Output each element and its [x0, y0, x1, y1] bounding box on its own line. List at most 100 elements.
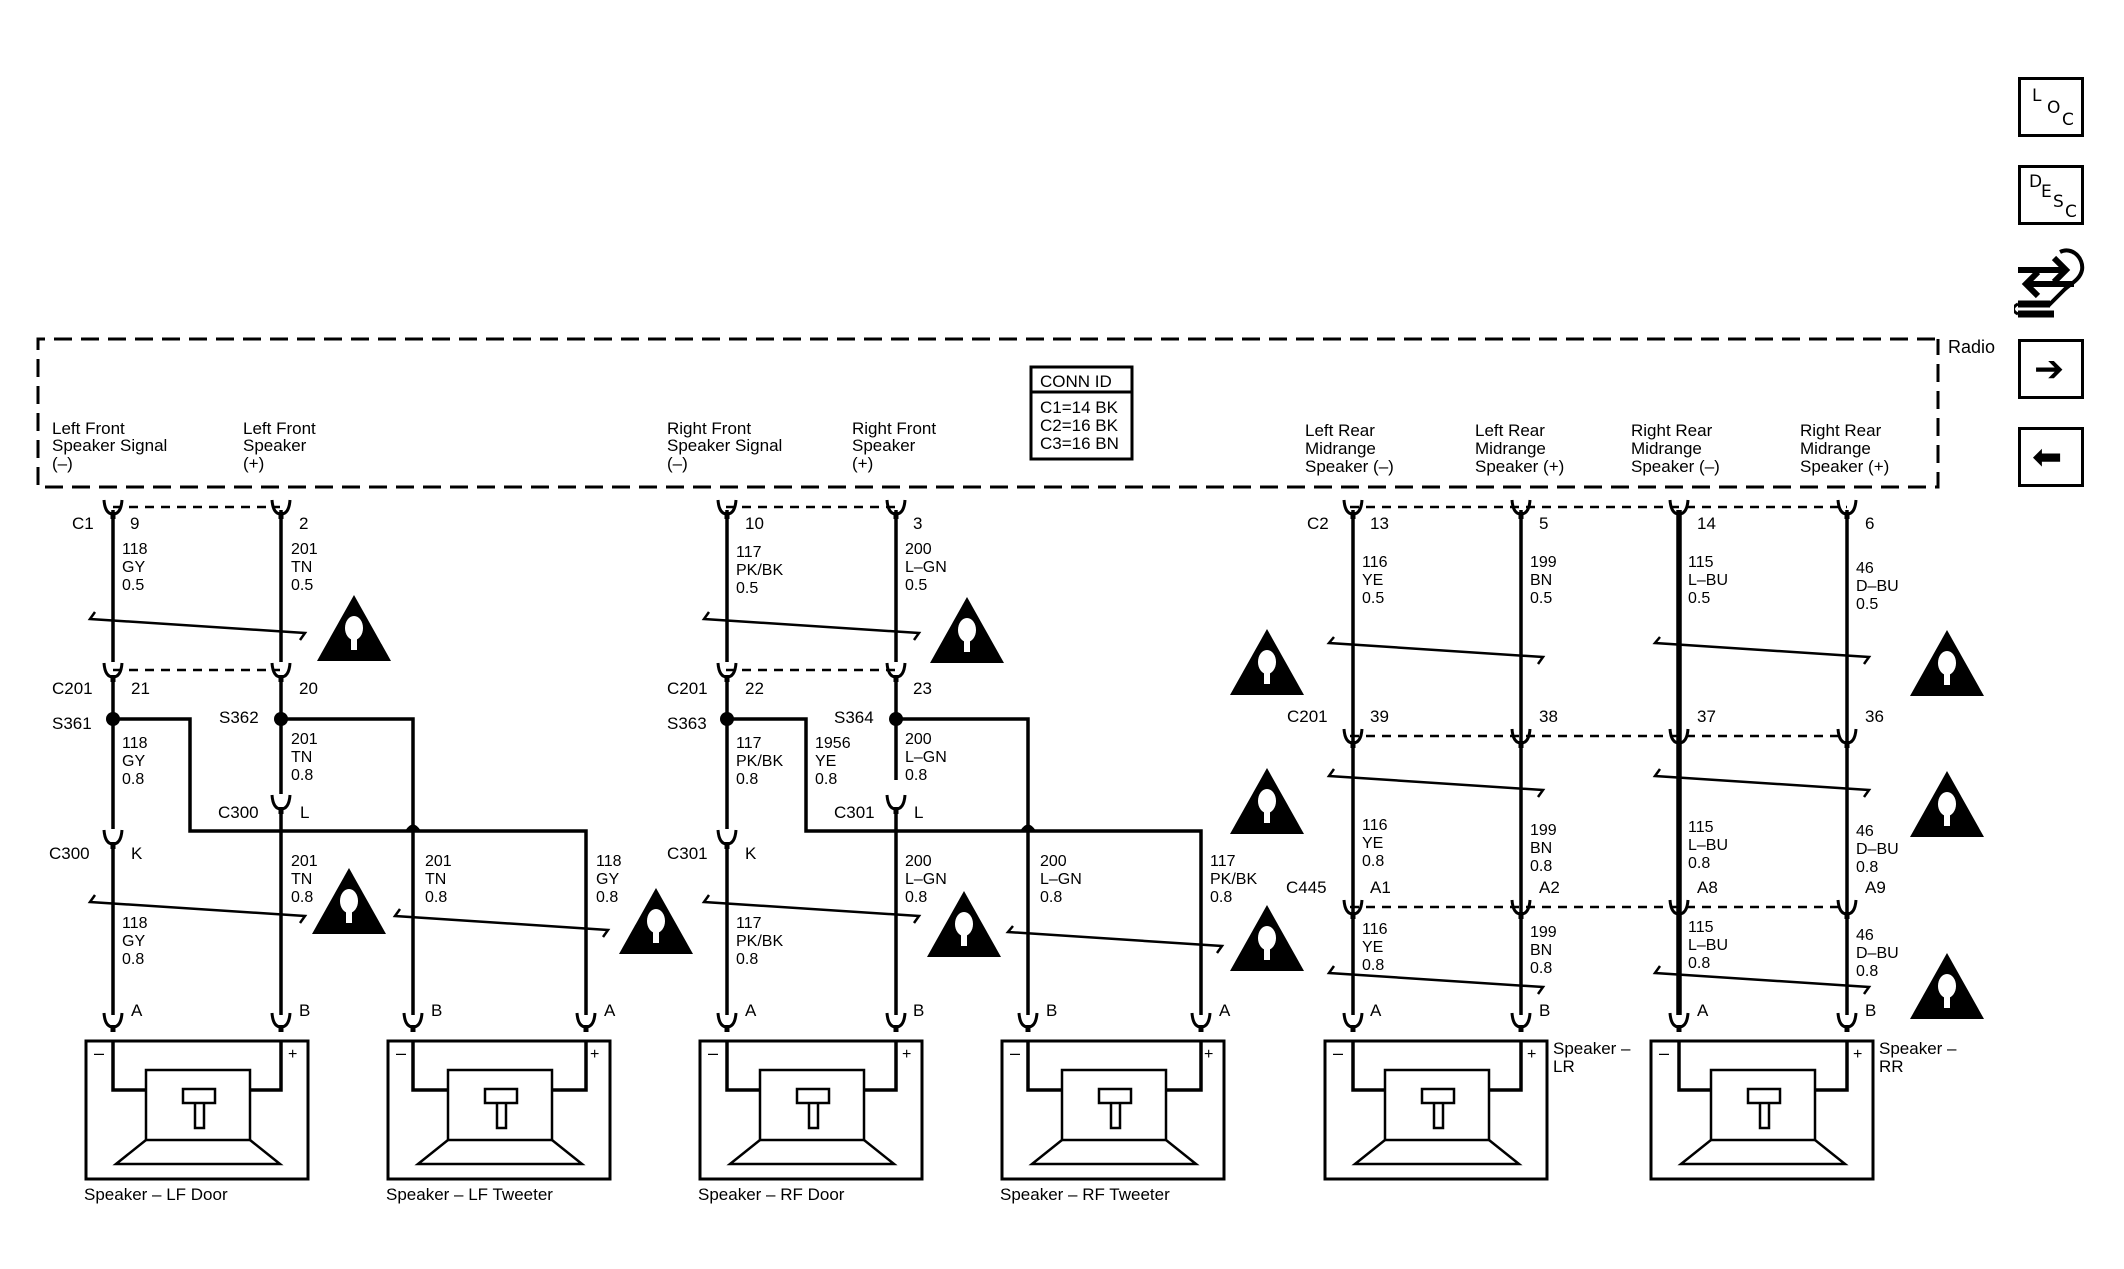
connector-label: C300 — [218, 803, 259, 822]
loc-button[interactable]: L O C — [2018, 77, 2084, 137]
pin-label: A — [745, 1001, 757, 1020]
pin-label: 3 — [913, 514, 922, 533]
terminal-label: Speaker — [243, 436, 307, 455]
terminal-label: Midrange — [1631, 439, 1702, 458]
pin-label: B — [913, 1001, 924, 1020]
pin-label: A — [1370, 1001, 1382, 1020]
svg-text:118: 118 — [596, 853, 622, 870]
svg-text:D–BU: D–BU — [1856, 578, 1899, 595]
svg-text:201: 201 — [291, 541, 318, 558]
pin-label: 39 — [1370, 707, 1389, 726]
svg-text:199: 199 — [1530, 554, 1557, 571]
svg-text:116: 116 — [1362, 554, 1388, 571]
connector-label: C201 — [1287, 707, 1328, 726]
pin-label: 22 — [745, 679, 764, 698]
wrench-arrows-icon[interactable] — [2014, 244, 2088, 320]
warning-triangle-icon — [312, 595, 1984, 1019]
svg-text:201: 201 — [291, 731, 318, 748]
terminal-label: Speaker (+) — [1475, 457, 1564, 476]
arrow-right-icon: ➔ — [2034, 349, 2065, 390]
splice-label: S364 — [834, 708, 874, 727]
connector-dash-lines — [113, 505, 1847, 909]
svg-text:115: 115 — [1688, 919, 1714, 936]
svg-text:BN: BN — [1530, 840, 1552, 857]
svg-text:0.5: 0.5 — [1530, 590, 1552, 607]
terminal-label: Left Front — [243, 419, 316, 438]
pin-label: A — [604, 1001, 616, 1020]
svg-text:0.8: 0.8 — [1856, 859, 1878, 876]
svg-text:GY: GY — [596, 871, 619, 888]
svg-text:GY: GY — [122, 559, 145, 576]
svg-text:TN: TN — [291, 871, 312, 888]
pin-label: A8 — [1697, 878, 1718, 897]
previous-button[interactable]: ⬅ — [2018, 427, 2084, 487]
terminal-label: Right Rear — [1631, 421, 1713, 440]
next-button[interactable]: ➔ — [2018, 339, 2084, 399]
pin-label: L — [300, 803, 309, 822]
loc-letter: C — [2062, 110, 2074, 130]
splice-label: S363 — [667, 714, 707, 733]
speaker-lf-door: Speaker – LF Door — [84, 1039, 310, 1204]
loc-letter: O — [2047, 98, 2061, 118]
loc-letter: L — [2032, 86, 2042, 106]
svg-text:0.5: 0.5 — [905, 577, 927, 594]
terminal-label: Midrange — [1475, 439, 1546, 458]
connector-label: C201 — [52, 679, 93, 698]
svg-text:0.8: 0.8 — [905, 889, 927, 906]
svg-text:118: 118 — [122, 541, 148, 558]
svg-text:0.8: 0.8 — [122, 951, 144, 968]
svg-text:BN: BN — [1530, 572, 1552, 589]
wire-crossovers — [405, 824, 1036, 831]
desc-button[interactable]: D E S C — [2018, 165, 2084, 225]
connector-label: C301 — [834, 803, 875, 822]
svg-text:199: 199 — [1530, 924, 1557, 941]
pin-label: 6 — [1865, 514, 1874, 533]
wire-label: 46D–BU0.8 — [1856, 823, 1899, 876]
pin-label: 36 — [1865, 707, 1884, 726]
terminal-label: Midrange — [1800, 439, 1871, 458]
svg-text:0.8: 0.8 — [905, 767, 927, 784]
pin-label: 20 — [299, 679, 318, 698]
svg-text:1956: 1956 — [815, 735, 851, 752]
terminal-label: Midrange — [1305, 439, 1376, 458]
svg-text:TN: TN — [291, 559, 312, 576]
terminal-label: Left Front — [52, 419, 125, 438]
speaker-lr: Speaker – LR — [1323, 1039, 1631, 1181]
svg-text:L–GN: L–GN — [905, 559, 947, 576]
twisted-pair-marks — [87, 611, 1872, 995]
svg-text:46: 46 — [1856, 560, 1874, 577]
svg-text:0.8: 0.8 — [425, 889, 447, 906]
speaker-label: Speaker – — [1879, 1039, 1957, 1058]
svg-text:118: 118 — [122, 735, 148, 752]
pin-label: 14 — [1697, 514, 1716, 533]
svg-text:D–BU: D–BU — [1856, 945, 1899, 962]
svg-text:YE: YE — [1362, 939, 1383, 956]
pin-label: B — [1865, 1001, 1876, 1020]
terminal-label: Right Front — [667, 419, 751, 438]
connector-label: C201 — [667, 679, 708, 698]
svg-text:0.8: 0.8 — [736, 771, 758, 788]
svg-text:0.5: 0.5 — [1362, 590, 1384, 607]
svg-text:117: 117 — [1210, 853, 1236, 870]
svg-text:D–BU: D–BU — [1856, 841, 1899, 858]
svg-text:0.8: 0.8 — [1362, 957, 1384, 974]
conn-id-row: C1=14 BK — [1040, 398, 1119, 417]
speaker-label: Speaker – LF Door — [84, 1185, 228, 1204]
svg-text:0.8: 0.8 — [291, 767, 313, 784]
svg-text:201: 201 — [291, 853, 318, 870]
desc-letter: E — [2041, 182, 2052, 202]
svg-text:PK/BK: PK/BK — [736, 933, 783, 950]
